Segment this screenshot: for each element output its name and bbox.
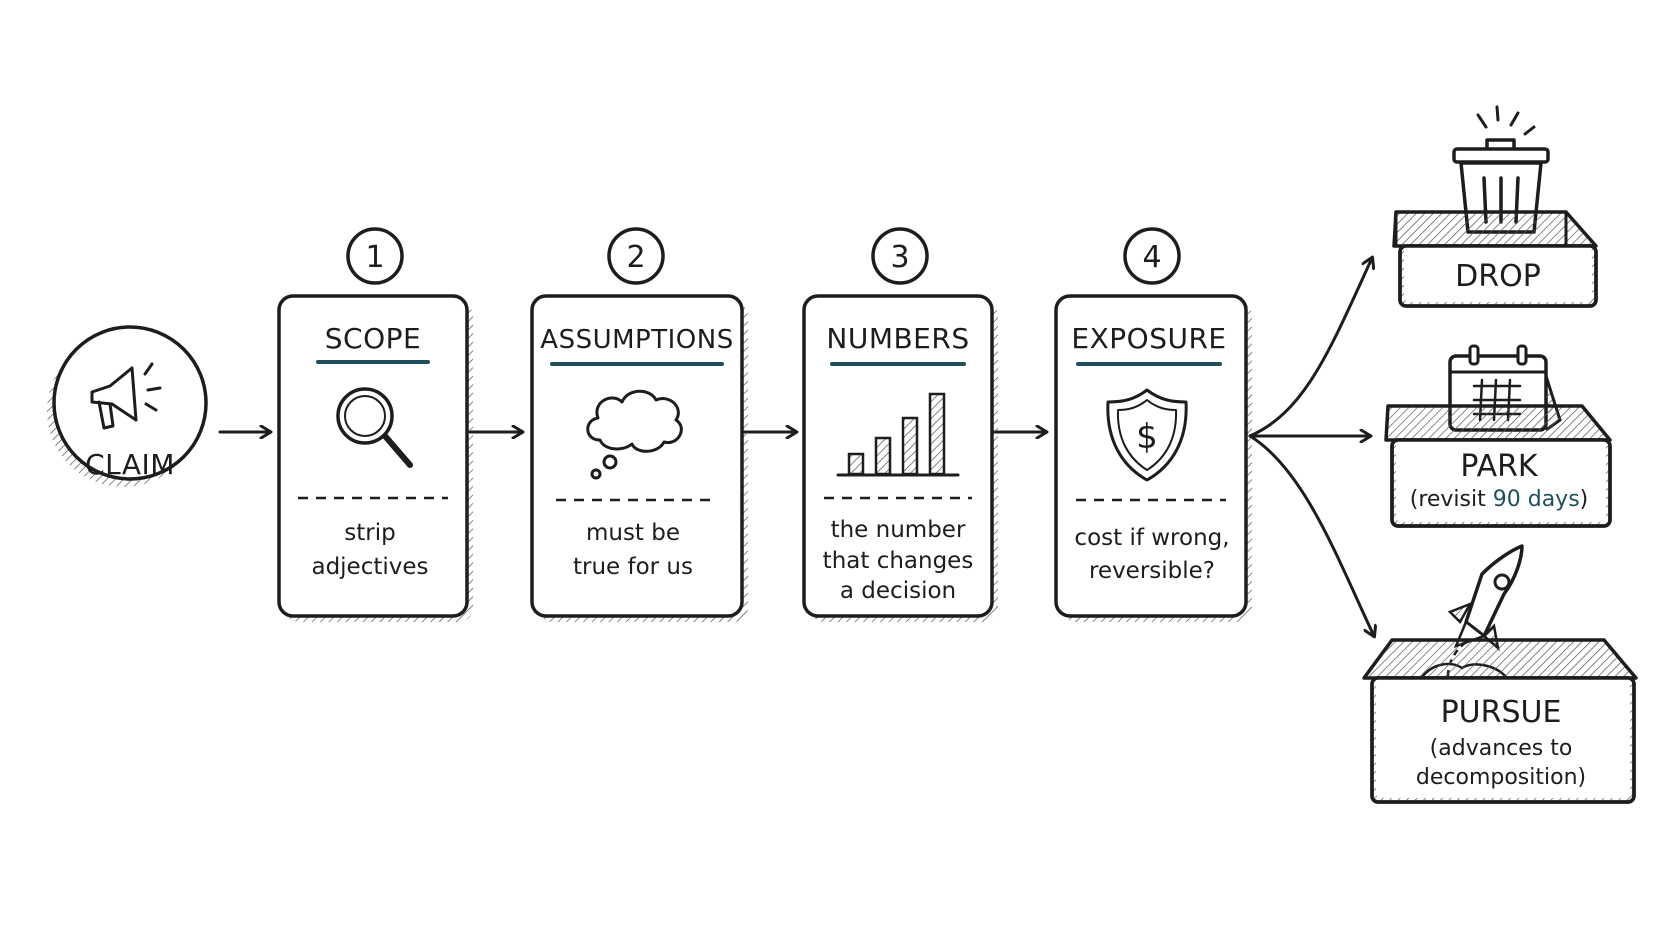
outcome-title: PURSUE [1441,695,1562,730]
step-card [530,294,744,618]
step-line: must be [586,520,680,546]
outcome-line: decomposition) [1416,765,1586,790]
step-number: 4 [1142,240,1161,275]
magnifying-glass-icon [336,387,413,468]
claim-label: CLAIM [85,448,175,481]
outcome-title: DROP [1455,259,1541,294]
step-number-badge [346,227,404,285]
step-card [802,294,994,618]
outcome-drop: DROP [1392,105,1598,308]
step-title: EXPOSURE [1071,322,1226,355]
step-line: adjectives [311,554,428,580]
flow-arrows [218,258,1374,636]
dollar-shield-icon [1106,388,1188,482]
claim-circle [52,325,208,481]
step-line: that changes [823,548,974,574]
drop-box [1392,210,1598,308]
step-number-badge [607,227,665,285]
highlight-duration: 90 days [1493,487,1580,512]
step-line: true for us [573,554,693,580]
pursue-box [1362,638,1638,804]
outcome-subtitle: (revisit 90 days) [1410,487,1589,512]
arrow-to-pursue [1248,434,1374,636]
bar-chart-icon [836,392,960,477]
outcome-pursue: PURSUE (advances to decomposition) [1362,544,1638,804]
step-line: cost if wrong, [1074,525,1229,551]
step-title: NUMBERS [826,322,969,355]
step-line: a decision [840,578,956,604]
outcome-line: (advances to [1430,736,1573,761]
megaphone-icon [90,362,162,430]
step-title: ASSUMPTIONS [540,325,733,355]
arrow-to-drop [1248,258,1372,438]
step-number-badge [871,227,929,285]
step-number: 1 [365,240,384,275]
step-line: reversible? [1089,558,1215,584]
outcome-title: PARK [1460,449,1539,484]
step-exposure: 4 EXPOSURE $ cost if wrong, reversible? [1054,227,1252,622]
step-assumptions: 2 ASSUMPTIONS must be true for us [530,227,748,622]
step-numbers: 3 NUMBERS the number that changes a deci… [802,227,998,622]
thought-cloud-icon [586,389,683,480]
dollar-sign: $ [1136,417,1158,457]
step-card [1054,294,1248,618]
outcome-park: PARK (revisit 90 days) [1384,344,1612,528]
step-number-badge [1123,227,1181,285]
park-box [1384,404,1612,528]
step-line: strip [344,520,395,546]
sparkle-lines [1476,105,1536,136]
step-line: the number [831,517,966,543]
step-number: 3 [890,240,909,275]
step-card [277,294,469,618]
step-number: 2 [626,240,645,275]
step-scope: 1 SCOPE strip adjectives [277,227,473,622]
step-title: SCOPE [325,322,421,355]
claim-node: CLAIM [47,325,208,487]
